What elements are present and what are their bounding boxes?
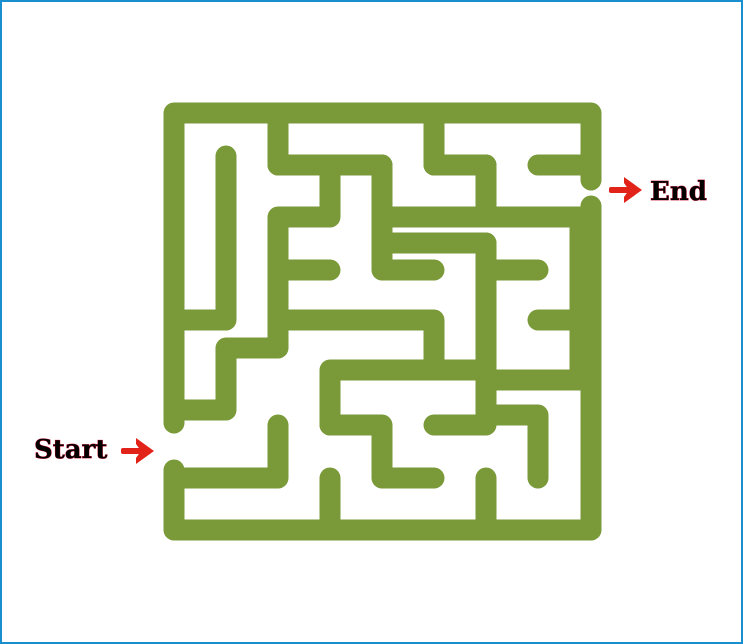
start-label: Start <box>34 435 107 465</box>
maze-wall-segment <box>475 206 591 391</box>
maze-wall-segment <box>267 154 341 281</box>
maze-wall-segment <box>174 414 289 489</box>
maze-wall-segment <box>267 259 445 436</box>
maze-wall-segment <box>174 145 237 331</box>
maze-wall-segment <box>164 309 289 421</box>
end-arrow-icon <box>609 177 642 203</box>
maze-wall-segment <box>475 404 549 489</box>
maze-wall-segment <box>163 195 602 541</box>
maze-walls <box>163 102 602 541</box>
end-label: End <box>650 177 707 207</box>
maze-wall-segment <box>163 102 602 434</box>
maze-wall-segment <box>319 414 445 489</box>
start-arrow-icon <box>121 438 154 464</box>
maze-wall-segment <box>371 154 497 228</box>
